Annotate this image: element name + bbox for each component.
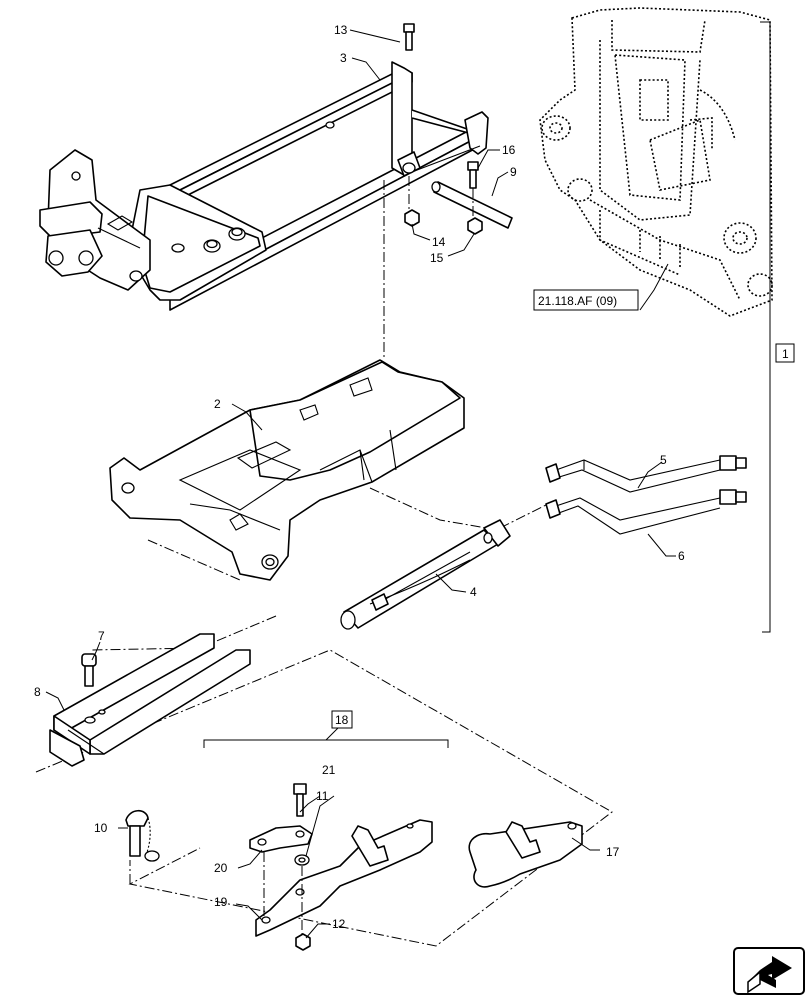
callout-18: 18 — [335, 713, 349, 727]
reference-label[interactable]: 21.118.AF (09) — [538, 294, 617, 308]
part-3-frame — [39, 61, 489, 311]
callout-1-box — [775, 343, 795, 363]
part-8-slide-bar — [49, 633, 251, 767]
part-14-nut — [404, 209, 420, 227]
callout-2: 2 — [214, 397, 221, 411]
tractor-reference-view — [539, 7, 773, 317]
part-13-bolt — [403, 23, 415, 51]
part-20-clamp-plate — [249, 825, 313, 853]
callout-3: 3 — [340, 51, 347, 65]
part-11-washer — [294, 854, 310, 866]
callout-6: 6 — [678, 549, 685, 563]
callout-13: 13 — [334, 23, 348, 37]
callout-10: 10 — [94, 821, 108, 835]
callout-1: 1 — [782, 347, 789, 361]
leader-lines — [45, 29, 676, 939]
group-bracket-18 — [203, 739, 449, 748]
callout-12: 12 — [332, 917, 346, 931]
callout-7: 7 — [98, 629, 105, 643]
group-bracket-1 — [760, 21, 771, 633]
part-9-pin — [431, 181, 513, 229]
callout-17: 17 — [606, 845, 620, 859]
callout-18-box — [331, 710, 353, 729]
part-7-bolt — [81, 653, 97, 687]
callout-11: 11 — [316, 789, 329, 803]
callout-4: 4 — [470, 585, 477, 599]
callout-21: 21 — [322, 763, 336, 777]
part-19-drawbar — [255, 819, 433, 937]
reference-box — [533, 289, 639, 311]
callout-20: 20 — [214, 861, 228, 875]
part-16-bolt — [467, 161, 479, 189]
callout-9: 9 — [510, 165, 517, 179]
callout-labels: 13 3 16 9 14 15 2 5 6 4 7 8 10 21 11 20 … — [34, 23, 795, 931]
part-4-cylinder — [340, 519, 511, 630]
navigation-arrow-icon[interactable] — [733, 947, 805, 995]
part-17-tow-hook — [468, 821, 583, 888]
callout-15: 15 — [430, 251, 444, 265]
part-10-linch-pin — [125, 809, 160, 862]
callout-19: 19 — [214, 895, 228, 909]
part-15-nut — [467, 217, 483, 235]
part-21-bolt — [293, 783, 307, 817]
part-5-hose — [545, 455, 747, 493]
callout-14: 14 — [432, 235, 446, 249]
callout-16: 16 — [502, 143, 516, 157]
part-2-housing — [109, 359, 465, 581]
callout-5: 5 — [660, 453, 667, 467]
callout-8: 8 — [34, 685, 41, 699]
part-6-hose — [545, 489, 747, 535]
